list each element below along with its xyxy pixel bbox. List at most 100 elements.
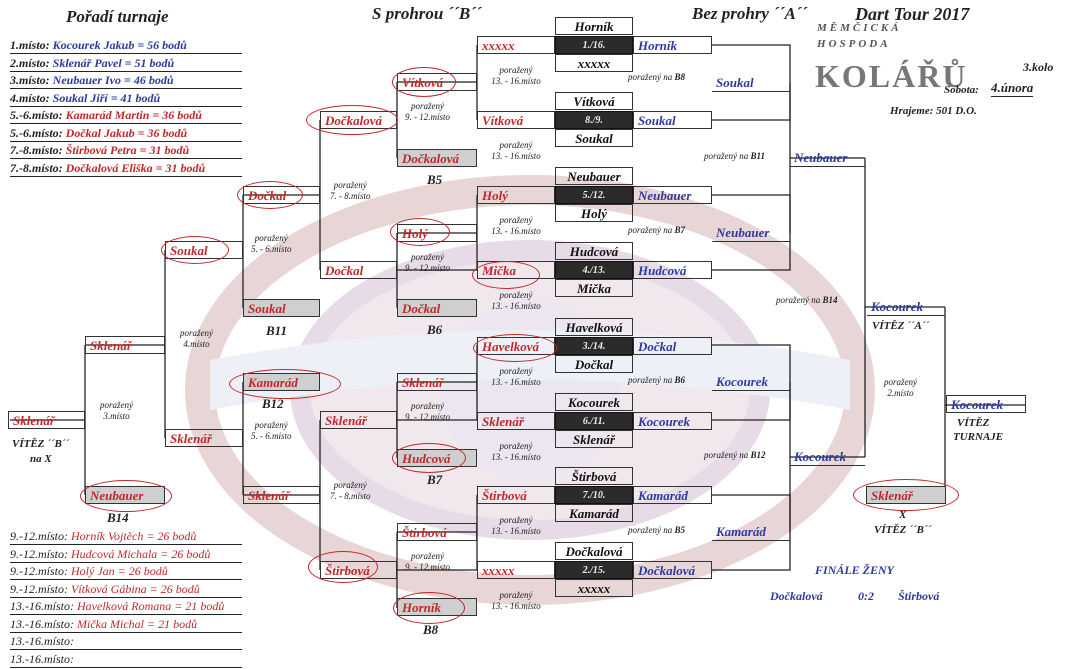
match-winner-slot: Hudcová <box>633 261 712 279</box>
standings-entry: Mička Michal = 21 bodů <box>77 616 198 631</box>
standings-row: 2.místo: Sklenář Pavel = 51 bodů <box>10 56 242 72</box>
match-winner-slot: Soukal <box>633 111 712 129</box>
losers-player-box: Sklenář <box>397 373 477 391</box>
date-label: Sobota: <box>944 84 979 96</box>
match-seed: 4./13. <box>555 261 633 279</box>
standings-row: 13.-16.místo: Mička Michal = 21 bodů <box>10 617 242 633</box>
bracket-box-label: B8 <box>423 622 439 637</box>
loser-note: poražený 13. - 16.místo <box>491 290 541 311</box>
match-bottom-player: xxxxx <box>555 54 633 72</box>
loser-note: poražený 13. - 16.místo <box>491 215 541 236</box>
loser-note: poražený 9. - 12.místo <box>405 252 450 273</box>
standings-place: 7.-8.místo: <box>10 143 63 157</box>
match-top-player: Štirbová <box>555 467 633 485</box>
standings-place: 13.-16.místo: <box>10 634 74 648</box>
match-bottom-player: Sklenář <box>555 430 633 448</box>
winners-r2-player: Neubauer <box>712 224 790 242</box>
match-winner-slot: Kocourek <box>633 412 712 430</box>
bracket-box-label: B5 <box>427 172 443 187</box>
match-loser-slot: Sklenář <box>477 412 555 430</box>
game-format: Hrajeme: 501 D.O. <box>890 105 977 117</box>
highlight-ellipse <box>472 261 540 289</box>
standings-place: 13.-16.místo: <box>10 651 74 666</box>
standings-place: 1.místo: <box>10 38 50 52</box>
match-seed: 5./12. <box>555 186 633 204</box>
winners-r3-player: Neubauer <box>790 149 865 167</box>
loser-note: poražený 7. - 8.místo <box>330 180 371 201</box>
losers-player-box: Dočkal <box>397 299 477 317</box>
loser-note: poražený na B11 <box>704 151 766 161</box>
match-seed: 2./15. <box>555 561 633 579</box>
women-final-player2: Štirbová <box>898 589 940 603</box>
match-bottom-player: Dočkal <box>555 355 633 373</box>
standings-entry: Soukal Jiří = 41 bodů <box>52 90 161 105</box>
loser-note: poražený na B14 <box>776 295 838 305</box>
standings-entry: Štirbová Petra = 31 bodů <box>65 143 190 157</box>
standings-entry: Sklenář Pavel = 51 bodů <box>52 55 175 70</box>
winners-r2-player: Kamarád <box>712 523 790 541</box>
standings-place: 3.místo: <box>10 73 50 87</box>
standings-entry: Kocourek Jakub = 56 bodů <box>52 38 187 52</box>
loser-note: poražený 13. - 16.místo <box>491 366 541 387</box>
match-seed: 7./10. <box>555 486 633 504</box>
loser-note: poražený na B7 <box>628 225 686 235</box>
standings-row: 4.místo: Soukal Jiří = 41 bodů <box>10 91 242 107</box>
loser-note: poražený 13. - 16.místo <box>491 65 541 86</box>
standings-row: 5.-6.místo: Kamarád Martin = 36 bodů <box>10 108 242 124</box>
losers-winner-sub: na X <box>30 453 52 465</box>
bracket-box-label: B11 <box>266 323 287 338</box>
standings-row: 5.-6.místo: Dočkal Jakub = 36 bodů <box>10 126 242 142</box>
standings-row: 13.-16.místo: Havelková Romana = 21 bodů <box>10 599 242 615</box>
match-bottom-player: Kamarád <box>555 504 633 522</box>
loser-note: poražený 9. - 12.místo <box>405 551 450 572</box>
highlight-ellipse <box>392 443 466 473</box>
winners-final-player: Kocourek <box>867 298 945 316</box>
standings-entry: Vítková Gábina = 26 bodů <box>71 581 200 596</box>
loser-note: poražený na B5 <box>628 525 686 535</box>
highlight-ellipse <box>392 67 456 97</box>
match-bottom-player: xxxxx <box>555 579 633 597</box>
loser-note: poražený 9. - 12.místo <box>405 401 450 422</box>
match-seed: 1./16. <box>555 36 633 54</box>
match-seed: 3./14. <box>555 337 633 355</box>
champion-label-line1: VÍTĚZ <box>957 417 990 429</box>
match-seed: 8./9. <box>555 111 633 129</box>
loser-note: poražený 5. - 6.místo <box>251 420 292 441</box>
bracket-box-label: B12 <box>262 396 284 411</box>
final-b-label: VÍTĚZ ´´B´´ <box>874 524 932 536</box>
match-bottom-player: Mička <box>555 279 633 297</box>
loser-note: poražený na B8 <box>628 72 686 82</box>
winner-a-label: VÍTĚZ ´´A´´ <box>872 320 930 332</box>
match-winner-slot: Dočkal <box>633 337 712 355</box>
match-bottom-player: Soukal <box>555 129 633 147</box>
highlight-ellipse <box>229 369 341 399</box>
match-top-player: Neubauer <box>555 167 633 185</box>
match-loser-slot: Štirbová <box>477 486 555 504</box>
standings-place: 2.místo: <box>10 55 50 70</box>
losers-player-box: Sklenář <box>165 429 243 447</box>
match-seed: 6./11. <box>555 412 633 430</box>
highlight-ellipse <box>853 479 959 511</box>
highlight-ellipse <box>161 236 229 264</box>
match-top-player: Kocourek <box>555 393 633 411</box>
match-top-player: Horník <box>555 17 633 35</box>
losers-player-box: Soukal <box>243 299 320 317</box>
losers-player-box: Sklenář <box>243 486 320 504</box>
loser-note: poražený 13. - 16.místo <box>491 140 541 161</box>
bracket-box-label: B6 <box>427 322 443 337</box>
tour-title: Dart Tour 2017 <box>855 4 970 24</box>
women-final-player1: Dočkalová <box>770 589 823 603</box>
standings-place: 7.-8.místo: <box>10 160 63 175</box>
match-bottom-player: Holý <box>555 204 633 222</box>
standings-entry: Holý Jan = 26 bodů <box>71 564 168 578</box>
round-label: 3.kolo <box>1023 60 1054 74</box>
standings-place: 5.-6.místo: <box>10 125 63 140</box>
losers-player-box: Sklenář <box>320 411 397 429</box>
standings-place: 9.-12.místo: <box>10 581 68 596</box>
standings-entry: Neubauer Ivo = 46 bodů <box>52 73 174 87</box>
match-loser-slot: Vítková <box>477 111 555 129</box>
standings-row: 13.-16.místo: <box>10 652 242 668</box>
standings-place: 13.-16.místo: <box>10 599 74 613</box>
